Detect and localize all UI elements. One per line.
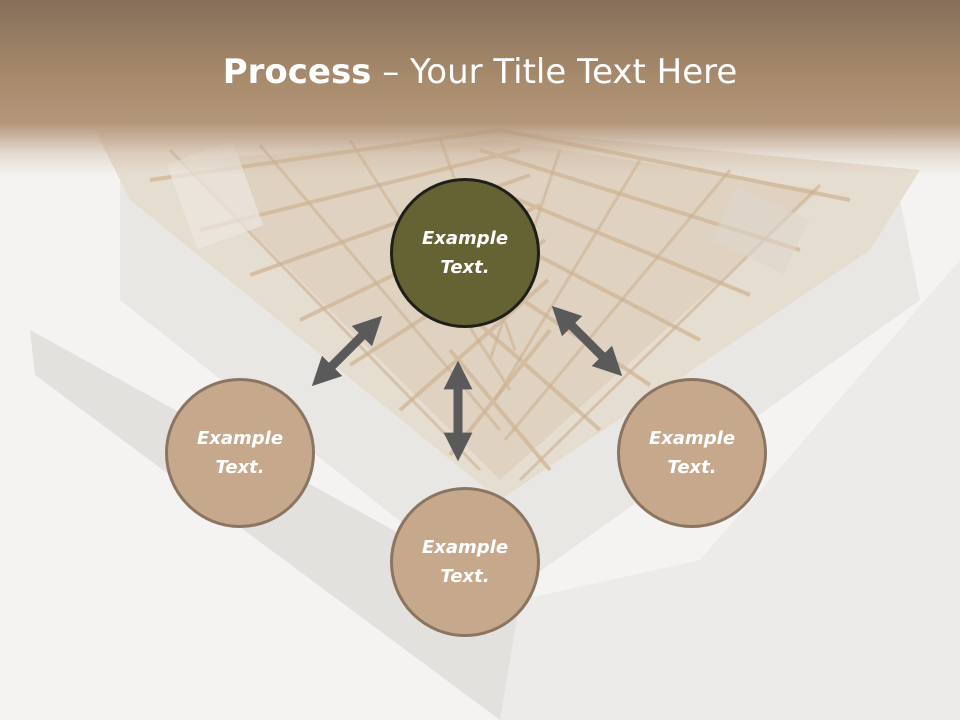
process-node-top: Example Text. [390,178,540,328]
node-right-line1: Example [648,428,736,449]
arrow-top-left [311,315,383,387]
node-left-line2: Text. [215,457,265,478]
node-top-line1: Example [421,228,509,249]
node-bottom-line2: Text. [440,566,490,587]
node-top-line2: Text. [440,257,490,278]
node-left-line1: Example [196,428,284,449]
title-rest: – Your Title Text Here [371,52,738,92]
arrow-top-right [551,305,623,377]
slide-title: Process – Your Title Text Here [0,52,960,92]
node-bottom-line1: Example [421,537,509,558]
node-right-line2: Text. [667,457,717,478]
title-bold: Process [222,52,372,92]
process-node-right: Example Text. [617,378,767,528]
process-node-bottom: Example Text. [390,487,540,637]
process-node-left: Example Text. [165,378,315,528]
title-band [0,0,960,175]
